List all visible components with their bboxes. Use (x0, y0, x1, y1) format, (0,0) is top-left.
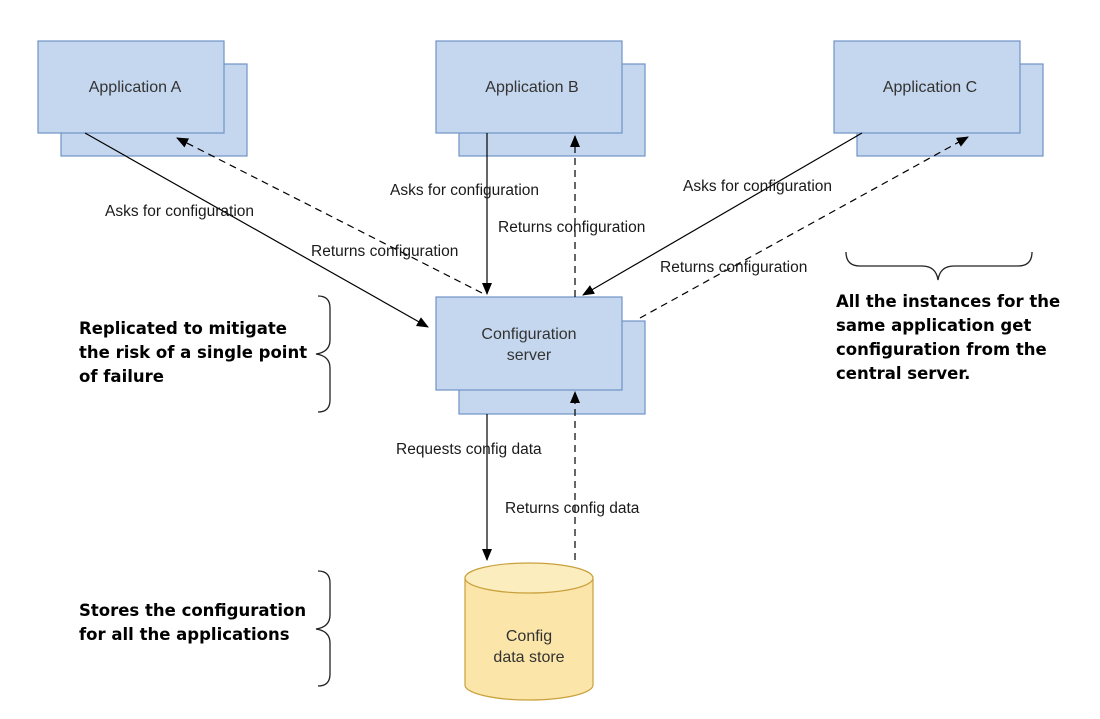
configuration-server-node: Configuration server (435, 296, 646, 415)
application-b-node: Application B (435, 40, 646, 157)
data-store-top (464, 562, 594, 594)
note-replicated-line1: Replicated to mitigate (79, 319, 287, 338)
application-c-label: Application C (883, 79, 977, 96)
configuration-server-box (435, 296, 623, 391)
note-stores: Stores the configuration for all the app… (79, 601, 306, 644)
brace-stores (315, 570, 331, 687)
application-a-node: Application A (37, 40, 248, 157)
application-a-label: Application A (89, 79, 182, 96)
edge-label-c-asks: Asks for configuration (683, 178, 832, 195)
note-instances-line4: central server. (836, 364, 970, 383)
data-store-body (464, 578, 594, 701)
application-b-box (435, 40, 623, 134)
application-c-node: Application C (833, 40, 1044, 157)
note-instances: All the instances for the same applicati… (836, 292, 1060, 383)
edge-a-asks (84, 132, 429, 328)
edge-label-requests-data: Requests config data (396, 441, 542, 458)
edge-label-b-returns: Returns configuration (498, 219, 645, 236)
note-replicated: Replicated to mitigate the risk of a sin… (79, 319, 307, 386)
application-c-box (833, 40, 1021, 134)
note-instances-line3: configuration from the (836, 340, 1047, 359)
note-instances-line1: All the instances for the (836, 292, 1060, 311)
edge-label-returns-data: Returns config data (505, 500, 640, 517)
note-instances-line2: same application get (836, 316, 1031, 335)
note-stores-line1: Stores the configuration (79, 601, 306, 620)
configuration-server-label-line1: Configuration (481, 326, 576, 343)
edge-label-b-asks: Asks for configuration (390, 182, 539, 199)
edge-label-a-asks: Asks for configuration (105, 203, 254, 220)
note-replicated-line3: of failure (79, 367, 164, 386)
edge-label-c-returns: Returns configuration (660, 259, 807, 276)
config-data-store-node: Config data store (464, 562, 594, 701)
edge-label-a-returns: Returns configuration (311, 243, 458, 260)
brace-replicated (315, 295, 331, 413)
brace-instances (845, 251, 1033, 281)
application-b-label: Application B (485, 79, 578, 96)
data-store-label-line1: Config (506, 628, 552, 645)
configuration-server-label-line2: server (507, 347, 552, 364)
data-store-label-line2: data store (493, 649, 564, 666)
edge-c-asks (582, 132, 863, 296)
edge-a-returns (176, 137, 483, 294)
edge-c-returns (639, 136, 969, 319)
application-a-box (37, 40, 225, 134)
note-replicated-line2: the risk of a single point (79, 343, 307, 362)
note-stores-line2: for all the applications (79, 625, 290, 644)
